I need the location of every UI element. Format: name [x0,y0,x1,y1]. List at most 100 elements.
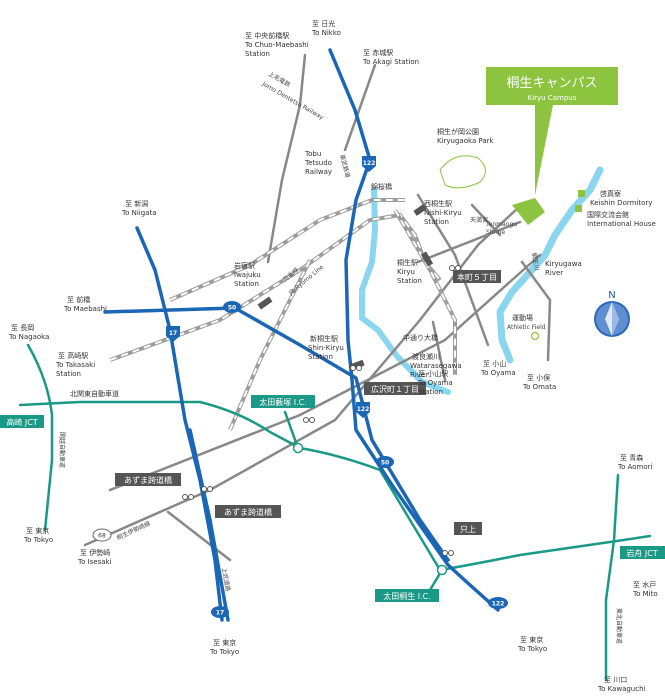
label-nakadori: 中通り大橋 [403,333,438,342]
shield-route-122-bottom: 122 [488,597,508,609]
svg-text:50: 50 [381,460,389,467]
svg-text:高崎 JCT: 高崎 JCT [6,417,37,427]
road-tenmangu [470,203,502,237]
badge-ota-yabuzuka-ic: 太田藪塚 I.C. [251,395,315,408]
road-nishikiryu [416,193,457,257]
road-chuo-maebashi [266,53,307,264]
road-main-east-west [108,253,542,492]
svg-text:あずま跨道橋: あずま跨道橋 [124,475,172,485]
label-nagaoka-en: To Nagaoka [8,333,49,341]
label-niigata-jp: 至 新潟 [125,199,148,208]
label-kawaguchi-en: To Kawaguchi [597,685,646,693]
badge-tadakami: 只上 [454,522,482,535]
label-tobu-3: Railway [305,168,332,176]
label-jomo-en: Jomo Dentetsu Railway [260,80,325,121]
label-isesaki-jp: 至 伊勢崎 [80,548,110,557]
badge-iwafune-jct: 岩舟 JCT [620,546,665,559]
svg-text:122: 122 [363,160,376,167]
node-tadakami-2 [448,550,454,556]
node-yabuzuka-1 [303,417,309,423]
shield-route-17-mid: 17 [166,326,180,342]
label-nikko-jp: 至 日光 [312,19,335,28]
shield-route-122-top: 122 [362,156,376,172]
shield-route-17-bottom: 17 [211,606,229,618]
watarase-river [359,187,451,395]
label-nishikiryu-en2: Station [424,218,449,226]
kita-kanto-expressway [18,400,652,572]
node-honmachi-2 [455,265,461,271]
node-honmachi-1 [449,265,455,271]
kanetsu-expressway [26,343,54,532]
badge-azuma-1: あずま跨道橋 [115,473,181,486]
label-nishikiryu-en1: Nishi-Kiryu [424,209,462,217]
label-kiryugaoka-en: Kiryugaoka Park [437,137,495,145]
road-honmachi [416,220,522,264]
label-kiryu-en2: Station [397,277,422,285]
label-tohoku: 東北自動車道 [615,608,623,644]
label-nishikiryu-jp: 西桐生駅 [424,199,452,208]
label-takasaki-jp: 至 高崎駅 [58,351,88,360]
ota-yabuzuka-ramp [283,410,300,450]
road-akagi [343,63,377,152]
label-tokyo-bottom-en: To Tokyo [209,648,239,656]
label-kiryugawa-en2: River [545,269,563,277]
label-kiryugawa-jp: 桐生川 [530,252,541,271]
label-oyama-en: To Oyama [480,369,516,377]
badge-takasaki-jct: 高崎 JCT [0,415,44,428]
label-akagi-jp: 至 赤城駅 [363,49,393,57]
node-yabuzuka-2 [309,417,315,423]
label-chuo-jp: 至 中央前橋駅 [245,31,289,40]
label-tobu-1: Tobu [304,150,321,158]
label-mito-en: To Mito [632,590,658,598]
label-oyamast-en2: Station [418,388,443,396]
label-maebashi-en: To Maebashi [63,305,107,313]
shield-route-122-mid: 122 [356,402,370,418]
label-omata-en: To Omata [522,383,556,391]
label-kiryugawa-en1: Kiryugawa [545,260,582,268]
label-aomori-en: To Aomori [617,463,653,471]
svg-text:岩舟 JCT: 岩舟 JCT [626,548,657,558]
label-isesaki-en: To Isesaki [77,558,112,566]
label-oyama-jp: 至 小山 [483,359,506,368]
badge-honmachi: 本町５丁目 [453,270,501,283]
node-tadakami-1 [442,550,448,556]
label-iwajuku-en2: Station [234,280,259,288]
label-oyamast-en1: To Oyama [417,379,453,387]
label-takasaki-en1: To Takasaki [55,361,95,369]
label-omata-jp: 至 小俣 [527,373,550,382]
svg-text:68: 68 [98,533,106,540]
label-kitakanto: 北関東自動車道 [70,389,119,398]
route-17 [135,226,224,622]
label-ryomo-jp: 両毛線 [281,266,300,284]
kiryugawa-river [496,166,604,364]
node-hirosawa-1 [350,365,356,371]
svg-text:50: 50 [228,305,236,312]
label-mito-jp: 至 水戸 [633,580,656,589]
iwajuku-station-block [257,296,273,310]
route-122 [328,48,500,612]
label-watarase-jp: 渡良瀬川 [412,352,440,361]
label-kawaguchi-jp: 至 川口 [604,676,627,684]
label-oyamast-jp: 至 小山駅 [418,369,448,378]
shield-route-50-right: 50 [376,456,394,468]
shield-route-68: 68 [92,528,112,542]
label-kiryu-en1: Kiryu [397,268,415,276]
kiryu-campus-area [512,198,545,225]
label-nagaoka-jp: 至 長岡 [11,324,34,332]
road-omata [520,260,552,362]
compass-rose: N [594,290,630,337]
label-intl-en: International House [587,220,656,228]
badge-azuma-2: あずま跨道橋 [215,505,281,518]
label-kiryugaoka-jp: 桐生が岡公園 [437,127,479,136]
badge-hirosawa: 広沢町１丁目 [364,382,426,395]
label-takasaki-en2: Station [56,370,81,378]
athletic-field-marker [530,331,540,341]
campus-title: 桐生キャンパス [506,76,597,91]
label-tokyo-left-jp: 至 東京 [26,526,49,535]
nishi-kiryu-station-block [413,204,427,216]
keishin-dormitory-marker [578,190,585,197]
svg-text:太田桐生 I.C.: 太田桐生 I.C. [383,591,431,601]
label-tenmangu-en2: Shrine [486,229,506,236]
kiryugaoka-park-outline [439,155,486,189]
